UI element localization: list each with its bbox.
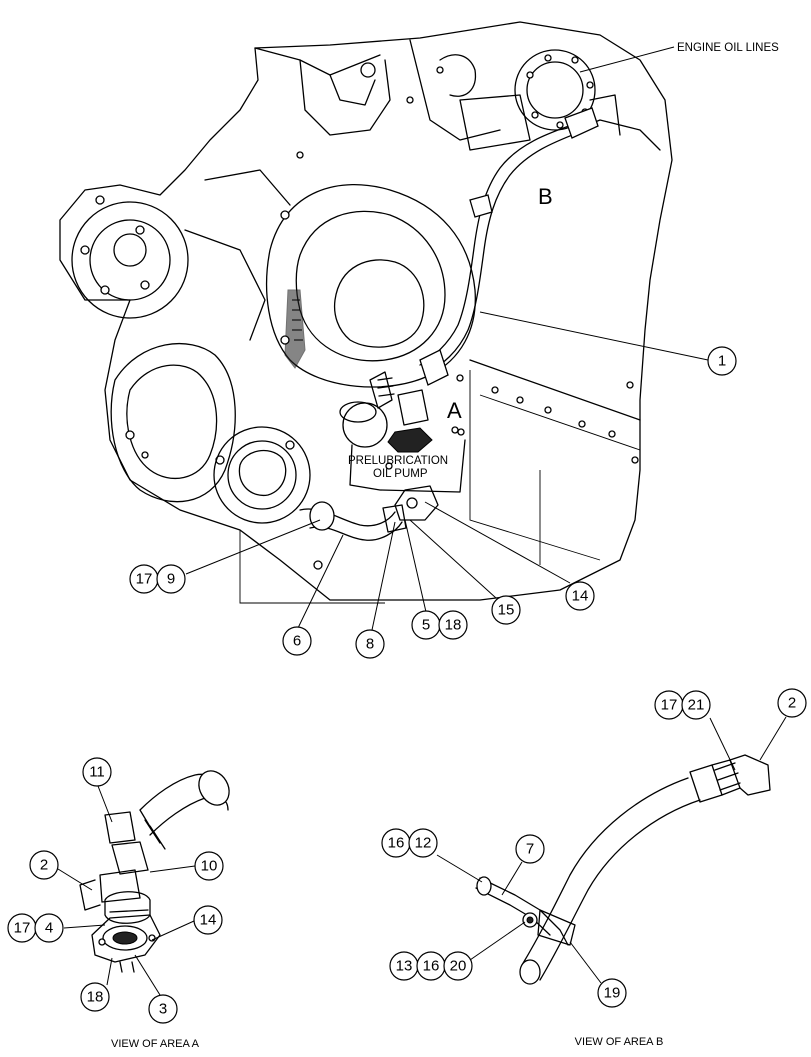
svg-text:10: 10 — [201, 858, 218, 875]
prelub-pump-label-line1: PRELUBRICATION — [348, 455, 448, 467]
view-area-b-drawing — [475, 754, 771, 985]
front-cover-lower — [110, 343, 236, 503]
svg-text:4: 4 — [45, 920, 53, 937]
oil-filler-housing — [213, 426, 311, 524]
callout-1: 1 — [707, 346, 737, 376]
svg-text:17: 17 — [136, 571, 153, 588]
callout-2-area-b: 2 — [777, 688, 807, 718]
svg-text:1: 1 — [718, 353, 726, 370]
engine-oil-lines-label: ENGINE OIL LINES — [677, 42, 779, 54]
callout-16-12: 16 12 — [381, 828, 438, 858]
prelubrication-oil-pump — [339, 371, 466, 521]
callout-5-18: 5 18 — [411, 610, 468, 640]
callout-10: 10 — [194, 851, 224, 881]
svg-text:8: 8 — [366, 636, 374, 653]
svg-text:14: 14 — [200, 912, 217, 929]
svg-text:2: 2 — [40, 857, 48, 874]
svg-text:17: 17 — [661, 697, 678, 714]
callout-17-21: 17 21 — [654, 690, 711, 720]
suction-tube — [299, 501, 407, 541]
svg-text:9: 9 — [167, 571, 175, 588]
callout-15: 15 — [491, 595, 521, 625]
view-area-a-caption: VIEW OF AREA A — [111, 1038, 200, 1050]
engine-front-view — [59, 21, 673, 604]
svg-text:12: 12 — [415, 835, 432, 852]
svg-text:20: 20 — [450, 958, 467, 975]
svg-text:17: 17 — [14, 920, 31, 937]
callout-17-4: 17 4 — [7, 913, 64, 943]
svg-text:6: 6 — [293, 633, 301, 650]
svg-text:18: 18 — [87, 989, 104, 1006]
svg-text:18: 18 — [445, 617, 462, 634]
callout-2-area-a: 2 — [29, 850, 59, 880]
svg-text:16: 16 — [423, 958, 440, 975]
callout-7: 7 — [515, 834, 545, 864]
svg-text:15: 15 — [498, 602, 515, 619]
main-leaders — [185, 311, 709, 631]
view-area-b-caption: VIEW OF AREA B — [575, 1036, 664, 1048]
svg-text:2: 2 — [788, 695, 796, 712]
timing-cover — [265, 183, 476, 388]
prelub-pump-label-line2: OIL PUMP — [373, 468, 428, 480]
engine-oil-line-b — [419, 107, 599, 386]
svg-text:19: 19 — [604, 985, 621, 1002]
callout-6: 6 — [282, 626, 312, 656]
callout-11: 11 — [82, 757, 112, 787]
callout-17-9: 17 9 — [129, 564, 186, 594]
callout-3: 3 — [148, 994, 178, 1024]
svg-text:16: 16 — [388, 835, 405, 852]
view-area-a-drawing — [79, 770, 230, 973]
callout-13-16-20: 13 16 20 — [389, 951, 473, 981]
view-b-leaders — [436, 716, 787, 984]
svg-text:21: 21 — [688, 697, 705, 714]
callout-14-area-a: 14 — [193, 905, 223, 935]
callout-18-area-a: 18 — [80, 982, 110, 1012]
accessory-pulley — [71, 195, 189, 319]
svg-text:11: 11 — [89, 764, 105, 781]
area-a-marker: A — [447, 398, 462, 423]
svg-text:14: 14 — [572, 588, 589, 605]
area-b-marker: B — [538, 184, 553, 209]
callout-8: 8 — [355, 629, 385, 659]
svg-text:5: 5 — [422, 617, 430, 634]
view-a-leaders — [57, 785, 196, 996]
svg-text:3: 3 — [159, 1001, 167, 1018]
svg-text:7: 7 — [526, 841, 534, 858]
svg-text:13: 13 — [396, 958, 413, 975]
callout-14: 14 — [565, 581, 595, 611]
block-bolts — [451, 374, 639, 464]
callout-19: 19 — [597, 978, 627, 1008]
